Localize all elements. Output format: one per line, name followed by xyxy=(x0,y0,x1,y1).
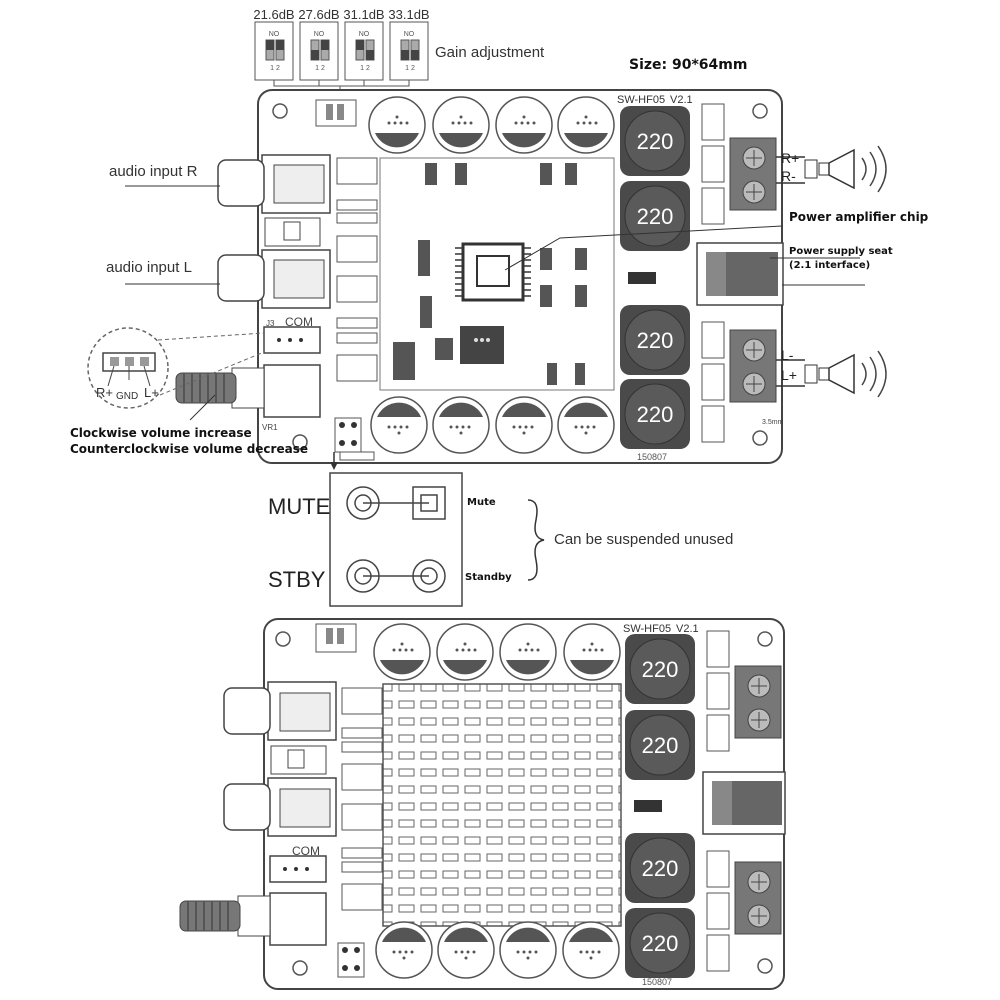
mount-hole xyxy=(752,103,768,119)
suspended-note: Can be suspended unused xyxy=(554,531,733,548)
mount-hole xyxy=(752,430,768,446)
power-amp-chip xyxy=(455,242,531,302)
gain-switch-pins: 1 2 xyxy=(405,65,415,72)
audio-input-r-label: audio input R xyxy=(109,163,198,180)
date-code: 150807 xyxy=(637,452,667,462)
power-seat-label-1: Power supply seat xyxy=(789,246,893,257)
gain-switch-pins: 1 2 xyxy=(360,65,370,72)
board-version: V2.1 xyxy=(670,94,693,106)
gain-switch-pins: 1 2 xyxy=(315,65,325,72)
gain-switch-1: NO 1 2 21.6dB xyxy=(253,7,295,81)
com-l-plus: L+ xyxy=(144,385,159,400)
out-l-minus: L- xyxy=(781,347,794,363)
counterclockwise-label: Counterclockwise volume decrease xyxy=(70,442,308,456)
inductor-value: 220 xyxy=(637,328,674,353)
audio-jack-r xyxy=(217,154,331,214)
gain-switch-2: NO 1 2 27.6dB xyxy=(298,7,340,81)
bottom-board: SW-HF05 V2.1 220 220 220 220 150807 COM xyxy=(179,618,786,990)
gain-switch-no-label: NO xyxy=(359,31,370,38)
mount-hole xyxy=(272,103,288,119)
gain-adjustment-caption: Gain adjustment xyxy=(435,44,545,61)
standby-desc: Standby xyxy=(465,572,512,583)
com-label: COM xyxy=(285,315,313,329)
capacitors-top-row xyxy=(368,96,615,154)
size-label: Size: 90*64mm xyxy=(629,57,747,73)
out-l-plus: L+ xyxy=(781,367,797,383)
com-r-plus: R+ xyxy=(96,385,113,400)
terminal-block-r xyxy=(729,137,777,211)
power-amp-chip-label: Power amplifier chip xyxy=(789,210,929,224)
gain-switch-4: NO 1 2 33.1dB xyxy=(388,7,430,81)
smd-inductor xyxy=(460,326,504,364)
top-board: SW-HF05 V2.1 220 220 220 220 150807 xyxy=(175,89,784,464)
power-seat-label-2: (2.1 interface) xyxy=(789,260,870,271)
gain-switch-pins: 1 2 xyxy=(270,65,280,72)
gain-switch-3: NO 1 2 31.1dB xyxy=(343,7,385,81)
vr-label: VR1 xyxy=(262,423,278,432)
gain-value-1: 21.6dB xyxy=(253,7,294,22)
capacitors-bottom-row xyxy=(370,396,615,454)
out-r-minus: R- xyxy=(781,168,796,184)
board-version-bottom: V2.1 xyxy=(676,623,699,635)
mount-hole xyxy=(292,434,308,450)
com-label-bottom: COM xyxy=(292,844,320,858)
inductor-value: 220 xyxy=(637,402,674,427)
board-model: SW-HF05 xyxy=(617,94,665,106)
inductor-value: 220 xyxy=(642,733,679,758)
com-magnifier: R+ GND L+ xyxy=(87,327,265,409)
inductor-value: 220 xyxy=(637,129,674,154)
clockwise-label: Clockwise volume increase xyxy=(70,426,252,440)
gain-switch-no-label: NO xyxy=(269,31,280,38)
gain-switch-no-label: NO xyxy=(404,31,415,38)
volume-potentiometer: VR1 xyxy=(175,364,321,432)
brace xyxy=(527,499,545,581)
gain-value-3: 31.1dB xyxy=(343,7,384,22)
inductors: 220 220 220 220 xyxy=(620,106,690,449)
mute-desc: Mute xyxy=(467,497,496,508)
power-jack xyxy=(696,242,784,306)
j-label: J3 xyxy=(266,319,275,328)
gain-switch-no-label: NO xyxy=(314,31,325,38)
speaker-l-icon xyxy=(776,350,887,398)
gain-value-4: 33.1dB xyxy=(388,7,429,22)
audio-input-l-label: audio input L xyxy=(106,259,192,276)
heatsink xyxy=(382,683,622,927)
stby-pin-label: STBY xyxy=(268,567,326,592)
inductor-value: 220 xyxy=(642,931,679,956)
inductor-value: 220 xyxy=(637,204,674,229)
speaker-r-icon xyxy=(776,145,887,193)
terminal-block-l xyxy=(729,329,777,403)
inductor-value: 220 xyxy=(642,856,679,881)
mute-pin-label: MUTE xyxy=(268,494,330,519)
gain-switches: NO 1 2 21.6dB NO 1 2 27.6dB NO 1 2 31.1d… xyxy=(253,7,545,100)
audio-jack-l xyxy=(217,249,331,309)
mute-stby-detail: MUTE STBY Mute Standby Can be suspended … xyxy=(268,472,733,607)
diode xyxy=(628,272,656,284)
com-gnd: GND xyxy=(116,391,138,402)
gain-value-2: 27.6dB xyxy=(298,7,339,22)
date-code-bottom: 150807 xyxy=(642,977,672,987)
dim-label: 3.5mm xyxy=(762,419,784,426)
inductor-value: 220 xyxy=(642,657,679,682)
com-connector: COM J3 xyxy=(263,315,321,354)
out-r-plus: R+ xyxy=(781,150,799,166)
board-model-bottom: SW-HF05 xyxy=(623,623,671,635)
